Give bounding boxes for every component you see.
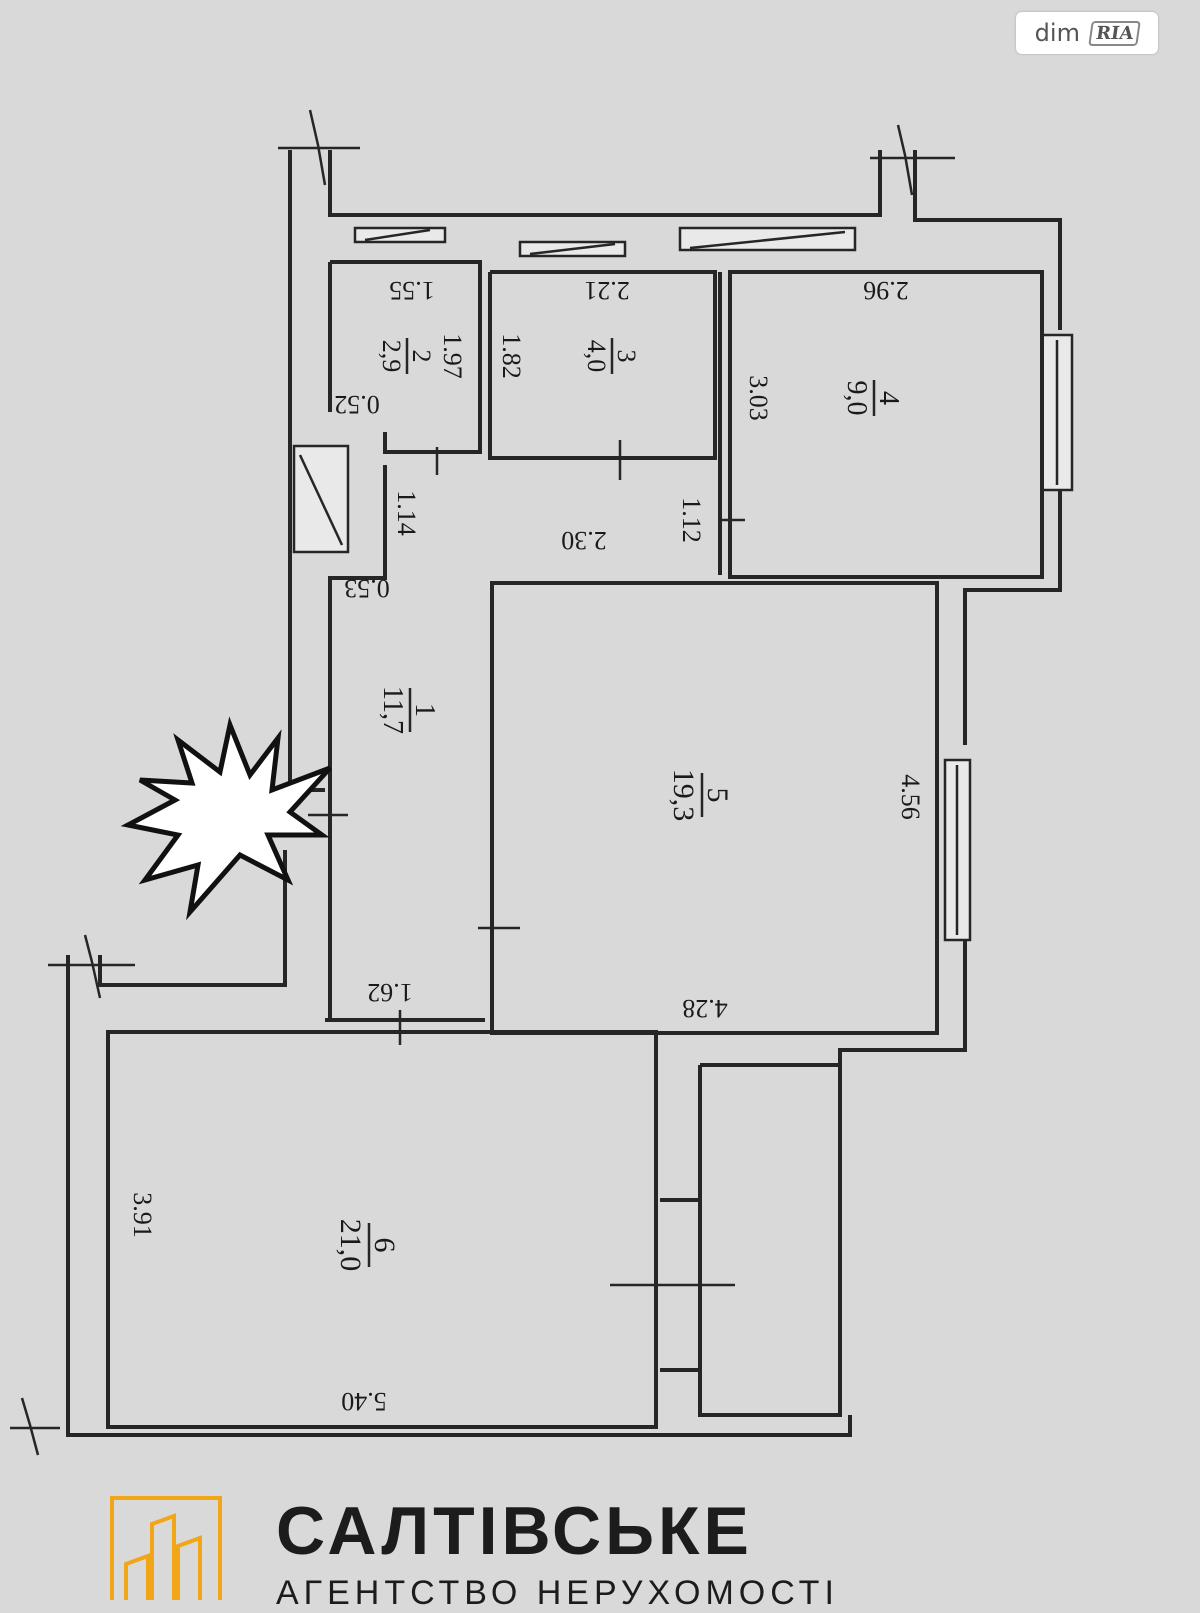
room-2-number: 2 bbox=[407, 350, 436, 363]
agency-subtitle: АГЕНТСТВО НЕРУХОМОСТІ bbox=[276, 1574, 839, 1612]
watermark-ria-text: RIA bbox=[1088, 20, 1142, 46]
dimension-label: 0.53 bbox=[344, 574, 390, 603]
agency-branding: САЛТІВСЬКЕ АГЕНТСТВО НЕРУХОМОСТІ bbox=[108, 1493, 1168, 1612]
dimension-label: 2.30 bbox=[561, 526, 607, 555]
dimension-label: 5.40 bbox=[341, 1387, 387, 1416]
door-marks bbox=[308, 440, 745, 1287]
dim-ria-watermark: dim RIA bbox=[1016, 12, 1158, 54]
room-1-area: 11,7 bbox=[377, 686, 408, 734]
dimension-label: 0.52 bbox=[334, 390, 380, 419]
room-3-number: 3 bbox=[612, 350, 641, 363]
dimension-label: 3.03 bbox=[744, 375, 773, 421]
room-4-area: 9,0 bbox=[841, 381, 872, 416]
entrance-star bbox=[120, 716, 332, 921]
dimension-label: 1.55 bbox=[389, 276, 435, 305]
room-5-area: 19,3 bbox=[667, 769, 700, 822]
dimension-label: 4.28 bbox=[682, 994, 728, 1023]
dimension-label: 1.82 bbox=[497, 333, 526, 379]
interior-walls bbox=[106, 260, 1044, 1429]
dimension-label: 2.96 bbox=[863, 276, 909, 305]
room-6-area: 21,0 bbox=[334, 1219, 367, 1272]
room-labels: 2 2,9 3 4,0 4 9,0 1 11,7 5 19,3 6 21,0 bbox=[334, 338, 904, 1271]
dimension-label: 1.12 bbox=[677, 497, 706, 543]
room-1-number: 1 bbox=[409, 703, 440, 717]
windows bbox=[292, 226, 1074, 942]
dimension-label: 1.97 bbox=[438, 333, 467, 379]
room-6-number: 6 bbox=[368, 1238, 401, 1253]
dimension-label: 1.14 bbox=[392, 490, 421, 536]
dimension-label: 4.56 bbox=[896, 774, 925, 820]
building-logo-icon bbox=[110, 1496, 222, 1600]
room-4-number: 4 bbox=[873, 391, 904, 405]
dimension-label: 3.91 bbox=[128, 1192, 157, 1238]
dimension-label: 1.62 bbox=[367, 978, 413, 1007]
agency-name: САЛТІВСЬКЕ bbox=[276, 1493, 753, 1569]
axis-markers bbox=[10, 109, 955, 1456]
dimension-labels: 1.55 2.21 2.96 1.97 1.82 3.03 0.52 1.14 … bbox=[128, 276, 925, 1416]
room-2-area: 2,9 bbox=[377, 340, 406, 373]
room-5-number: 5 bbox=[701, 788, 734, 803]
watermark-dim-text: dim bbox=[1034, 19, 1080, 47]
room-3-area: 4,0 bbox=[582, 340, 611, 373]
outer-walls bbox=[66, 150, 1062, 1437]
dimension-label: 2.21 bbox=[584, 276, 630, 305]
